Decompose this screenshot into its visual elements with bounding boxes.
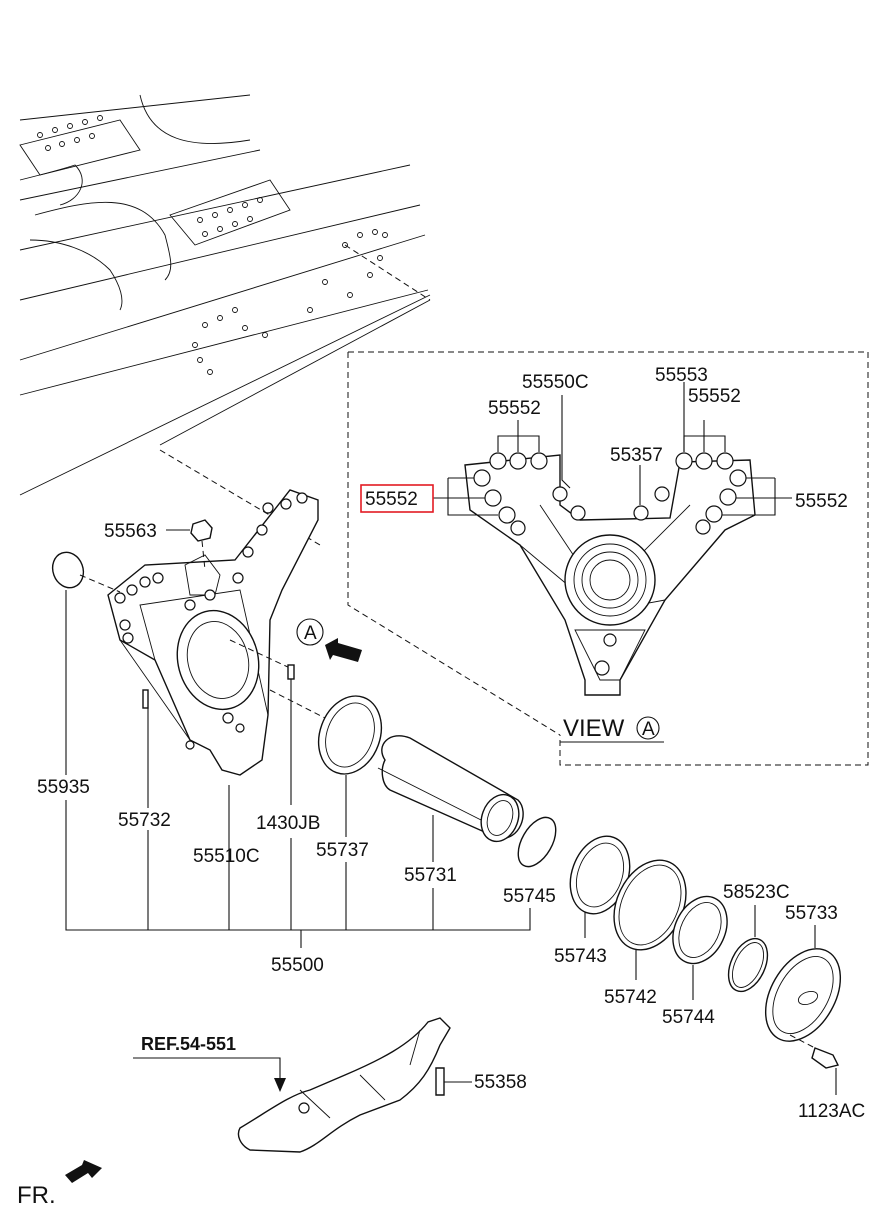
ref-label: REF.54-551 (141, 1034, 236, 1054)
label-58523C: 58523C (723, 882, 790, 903)
label-55552-top-right: 55552 (688, 386, 741, 407)
label-55731: 55731 (404, 865, 457, 886)
label-55552-highlighted: 55552 (365, 489, 418, 510)
label-55563: 55563 (104, 521, 157, 542)
vehicle-frame-drawing (19, 94, 431, 546)
view-label: VIEW (563, 715, 625, 742)
snap-ring-58523C (727, 905, 769, 993)
label-55500: 55500 (271, 955, 324, 976)
label-1123AC: 1123AC (798, 1101, 865, 1122)
bolt-1430JB (229, 639, 295, 805)
seal-ring-55737 (269, 689, 383, 837)
label-55552-right: 55552 (795, 491, 848, 512)
label-55552-top-left: 55552 (488, 398, 541, 419)
pin-55732 (142, 689, 149, 808)
label-55733: 55733 (785, 903, 838, 924)
label-55550C: 55550C (522, 372, 589, 393)
assembly-bracket-line (65, 785, 531, 948)
ring-55744 (672, 895, 728, 1000)
label-55745: 55745 (503, 886, 556, 907)
bolt-1123AC (789, 1034, 840, 1095)
label-55358: 55358 (474, 1072, 527, 1093)
highlight-box (360, 484, 434, 513)
label-55743: 55743 (554, 946, 607, 967)
label-55553: 55553 (655, 365, 708, 386)
view-marker: A (642, 719, 655, 740)
part-labels: 55563 55935 55732 1430JB 55510C 55737 55… (17, 365, 865, 1209)
front-label: FR. (17, 1182, 56, 1209)
label-55732: 55732 (118, 810, 171, 831)
ring-55742 (613, 859, 687, 980)
view-a-bolts (473, 452, 747, 536)
sleeve-55731 (377, 735, 524, 862)
label-55744: 55744 (662, 1007, 715, 1028)
plug-55935 (51, 551, 121, 775)
label-55935: 55935 (37, 777, 90, 798)
seal-55745 (517, 816, 557, 868)
crossmember-drawing (133, 1017, 472, 1153)
view-a-arrow (296, 618, 362, 662)
view-a-inset (347, 351, 869, 766)
nut-55563 (166, 519, 213, 571)
front-arrow-icon (65, 1160, 102, 1183)
label-55357: 55357 (610, 445, 663, 466)
arrow-marker: A (304, 623, 317, 644)
bracket-bolt-holes (114, 492, 308, 750)
cover-55733 (764, 925, 842, 1042)
label-1430JB: 1430JB (256, 813, 320, 834)
bracket-55510C (107, 489, 319, 776)
label-55742: 55742 (604, 987, 657, 1008)
label-55510C: 55510C (193, 846, 260, 867)
label-55737: 55737 (316, 840, 369, 861)
